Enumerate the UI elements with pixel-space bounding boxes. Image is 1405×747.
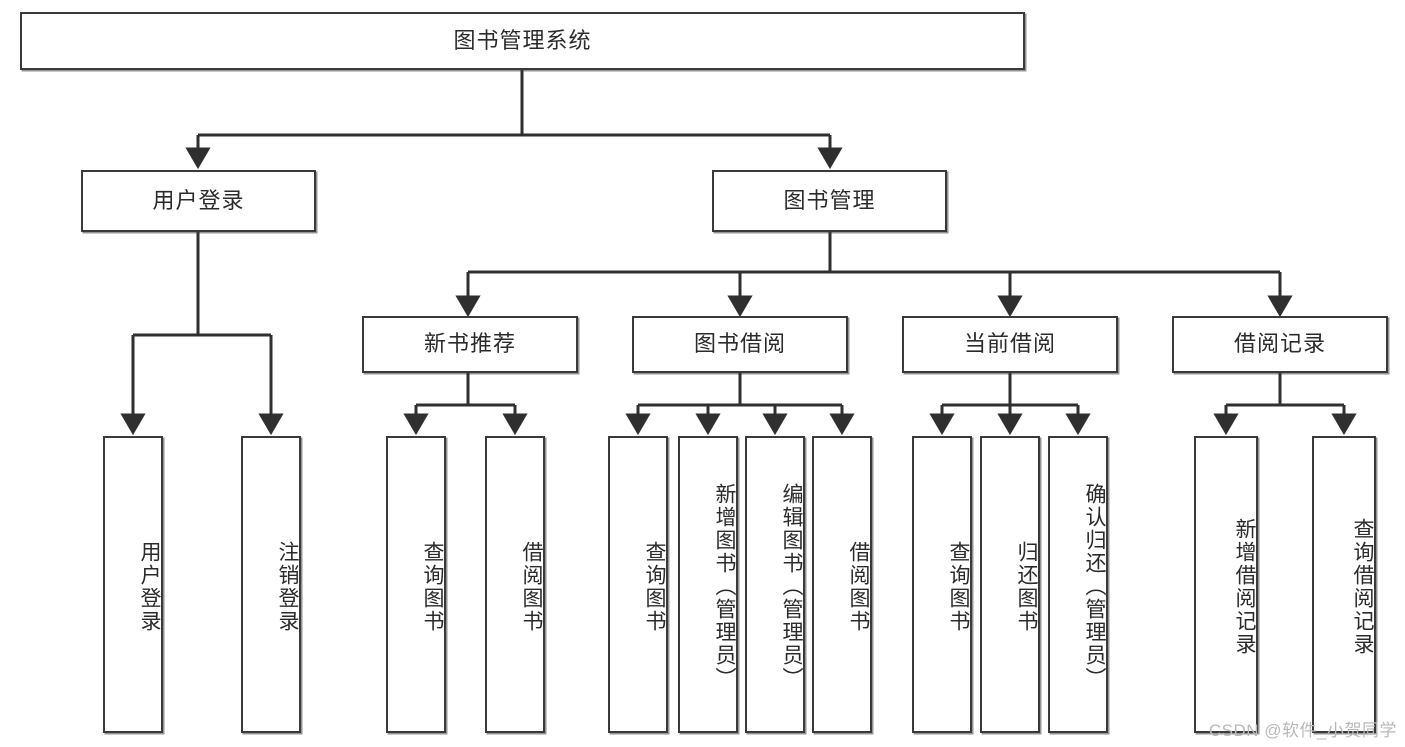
leaf-user-login-1-label: 注销登录 — [276, 540, 299, 633]
leaf-book-borrow-1[interactable]: 新增图书（管理员） — [678, 436, 738, 733]
leaf-current-borrow-2[interactable]: 确认归还（管理员） — [1048, 436, 1108, 733]
csdn-watermark: CSDN @软件_小贺同学 — [1208, 721, 1397, 740]
leaf-borrow-record-1-label: 查询借阅记录 — [1351, 517, 1374, 656]
leaf-current-borrow-1[interactable]: 归还图书 — [980, 436, 1040, 733]
leaf-new-book-recommend-1-label: 借阅图书 — [520, 540, 543, 633]
leaf-book-borrow-3[interactable]: 借阅图书 — [812, 436, 872, 733]
leaf-new-book-recommend-1[interactable]: 借阅图书 — [485, 436, 545, 733]
leaf-user-login-0[interactable]: 用户登录 — [103, 436, 163, 733]
leaf-current-borrow-0[interactable]: 查询图书 — [912, 436, 972, 733]
leaf-book-borrow-2[interactable]: 编辑图书（管理员） — [745, 436, 805, 733]
leaf-borrow-record-1[interactable]: 查询借阅记录 — [1312, 436, 1376, 733]
node-borrow-record[interactable]: 借阅记录 — [1172, 316, 1388, 373]
leaf-new-book-recommend-0-label: 查询图书 — [421, 540, 444, 633]
node-current-borrow[interactable]: 当前借阅 — [902, 316, 1118, 373]
node-new-book-recommend[interactable]: 新书推荐 — [362, 316, 578, 373]
node-user-login[interactable]: 用户登录 — [81, 170, 316, 232]
leaf-user-login-0-label: 用户登录 — [138, 540, 161, 633]
leaf-borrow-record-0-label: 新增借阅记录 — [1233, 517, 1256, 656]
leaf-user-login-1[interactable]: 注销登录 — [241, 436, 301, 733]
leaf-book-borrow-2-label: 编辑图书（管理员） — [780, 483, 803, 690]
node-current-borrow-label: 当前借阅 — [963, 331, 1056, 357]
leaf-current-borrow-2-label: 确认归还（管理员） — [1083, 483, 1106, 690]
leaf-borrow-record-0[interactable]: 新增借阅记录 — [1194, 436, 1258, 733]
node-user-login-label: 用户登录 — [152, 187, 245, 213]
leaf-book-borrow-1-label: 新增图书（管理员） — [713, 483, 736, 690]
node-root[interactable]: 图书管理系统 — [20, 12, 1025, 70]
node-root-label: 图书管理系统 — [453, 27, 592, 53]
leaf-book-borrow-0-label: 查询图书 — [643, 540, 666, 633]
leaf-book-borrow-3-label: 借阅图书 — [847, 540, 870, 633]
node-book-borrow[interactable]: 图书借阅 — [632, 316, 848, 373]
node-book-management-label: 图书管理 — [783, 187, 876, 213]
leaf-current-borrow-1-label: 归还图书 — [1015, 540, 1038, 633]
leaf-new-book-recommend-0[interactable]: 查询图书 — [386, 436, 446, 733]
node-new-book-recommend-label: 新书推荐 — [423, 331, 516, 357]
leaf-current-borrow-0-label: 查询图书 — [947, 540, 970, 633]
node-book-management[interactable]: 图书管理 — [712, 170, 947, 232]
node-book-borrow-label: 图书借阅 — [693, 331, 786, 357]
node-borrow-record-label: 借阅记录 — [1233, 331, 1326, 357]
leaf-book-borrow-0[interactable]: 查询图书 — [608, 436, 668, 733]
